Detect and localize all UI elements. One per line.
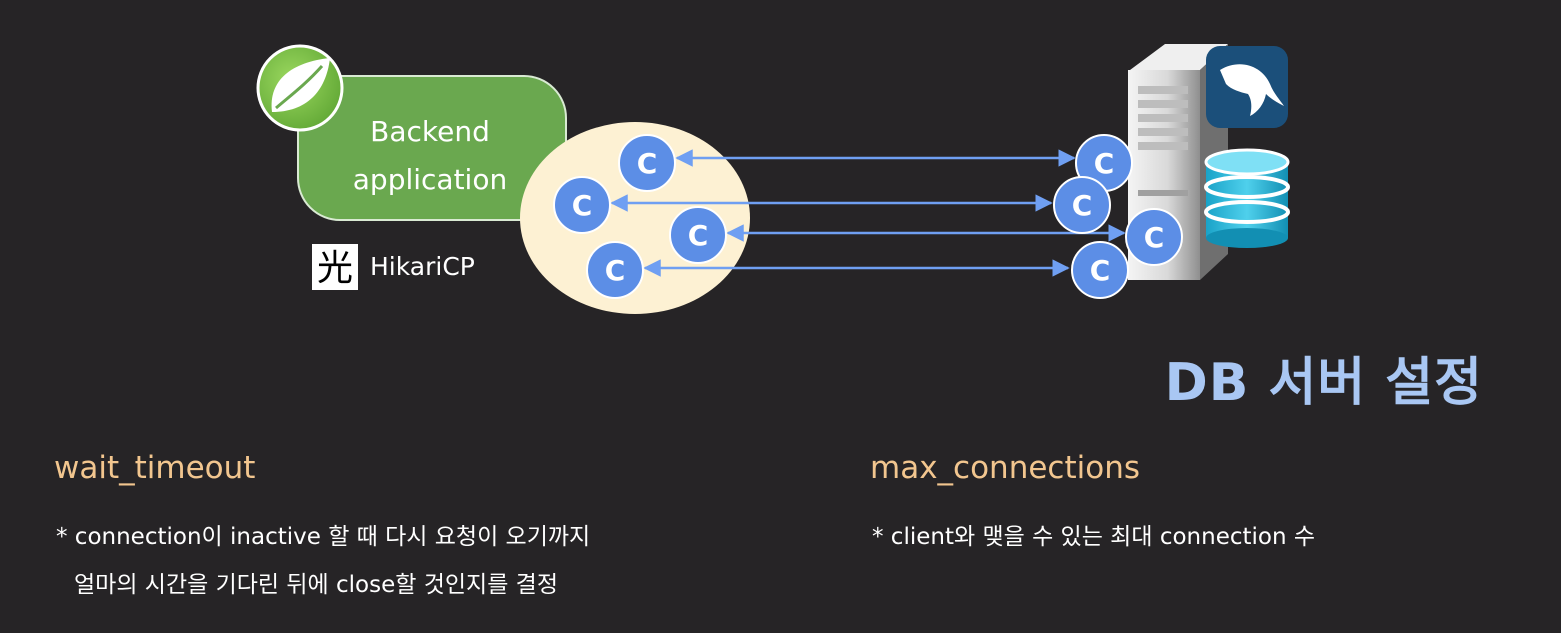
connection-letter: C xyxy=(1090,254,1111,287)
database-cylinder-icon xyxy=(1204,148,1290,248)
mysql-dolphin-icon xyxy=(1206,46,1288,128)
spring-leaf-icon xyxy=(256,44,344,132)
server-connection-2: C xyxy=(1053,176,1111,234)
hikari-logo-icon: 光 xyxy=(312,244,358,290)
connection-letter: C xyxy=(1072,189,1093,222)
hikari-logo-char: 光 xyxy=(317,248,353,289)
connection-letter: C xyxy=(572,189,593,222)
backend-application-label: Backend application xyxy=(330,108,530,204)
pool-connection-2: C xyxy=(553,176,611,234)
wait-timeout-desc-line2: 얼마의 시간을 기다린 뒤에 close할 것인지를 결정 xyxy=(74,572,558,598)
wait-timeout-name: wait_timeout xyxy=(54,450,256,486)
connection-letter: C xyxy=(688,219,709,252)
pool-connection-4: C xyxy=(586,241,644,299)
connection-letter: C xyxy=(1094,147,1115,180)
pool-connection-3: C xyxy=(669,206,727,264)
connection-letter: C xyxy=(1144,221,1165,254)
backend-label-line2: application xyxy=(352,163,508,196)
connection-letter: C xyxy=(605,254,626,287)
pool-connection-1: C xyxy=(618,134,676,192)
page-title: DB 서버 설정 xyxy=(1164,353,1483,413)
connection-letter: C xyxy=(637,147,658,180)
max-connections-desc-line1: * client와 맺을 수 있는 최대 connection 수 xyxy=(872,524,1316,550)
backend-label-line1: Backend xyxy=(370,115,490,148)
hikaricp-label: HikariCP xyxy=(370,252,475,281)
server-connection-4: C xyxy=(1071,241,1129,299)
max-connections-name: max_connections xyxy=(870,450,1140,486)
max-connections-description: * client와 맺을 수 있는 최대 connection 수 xyxy=(872,513,1315,561)
server-connection-3: C xyxy=(1125,208,1183,266)
wait-timeout-desc-line1: * connection이 inactive 할 때 다시 요청이 오기까지 xyxy=(56,524,591,550)
wait-timeout-description: * connection이 inactive 할 때 다시 요청이 오기까지 얼… xyxy=(56,513,590,609)
